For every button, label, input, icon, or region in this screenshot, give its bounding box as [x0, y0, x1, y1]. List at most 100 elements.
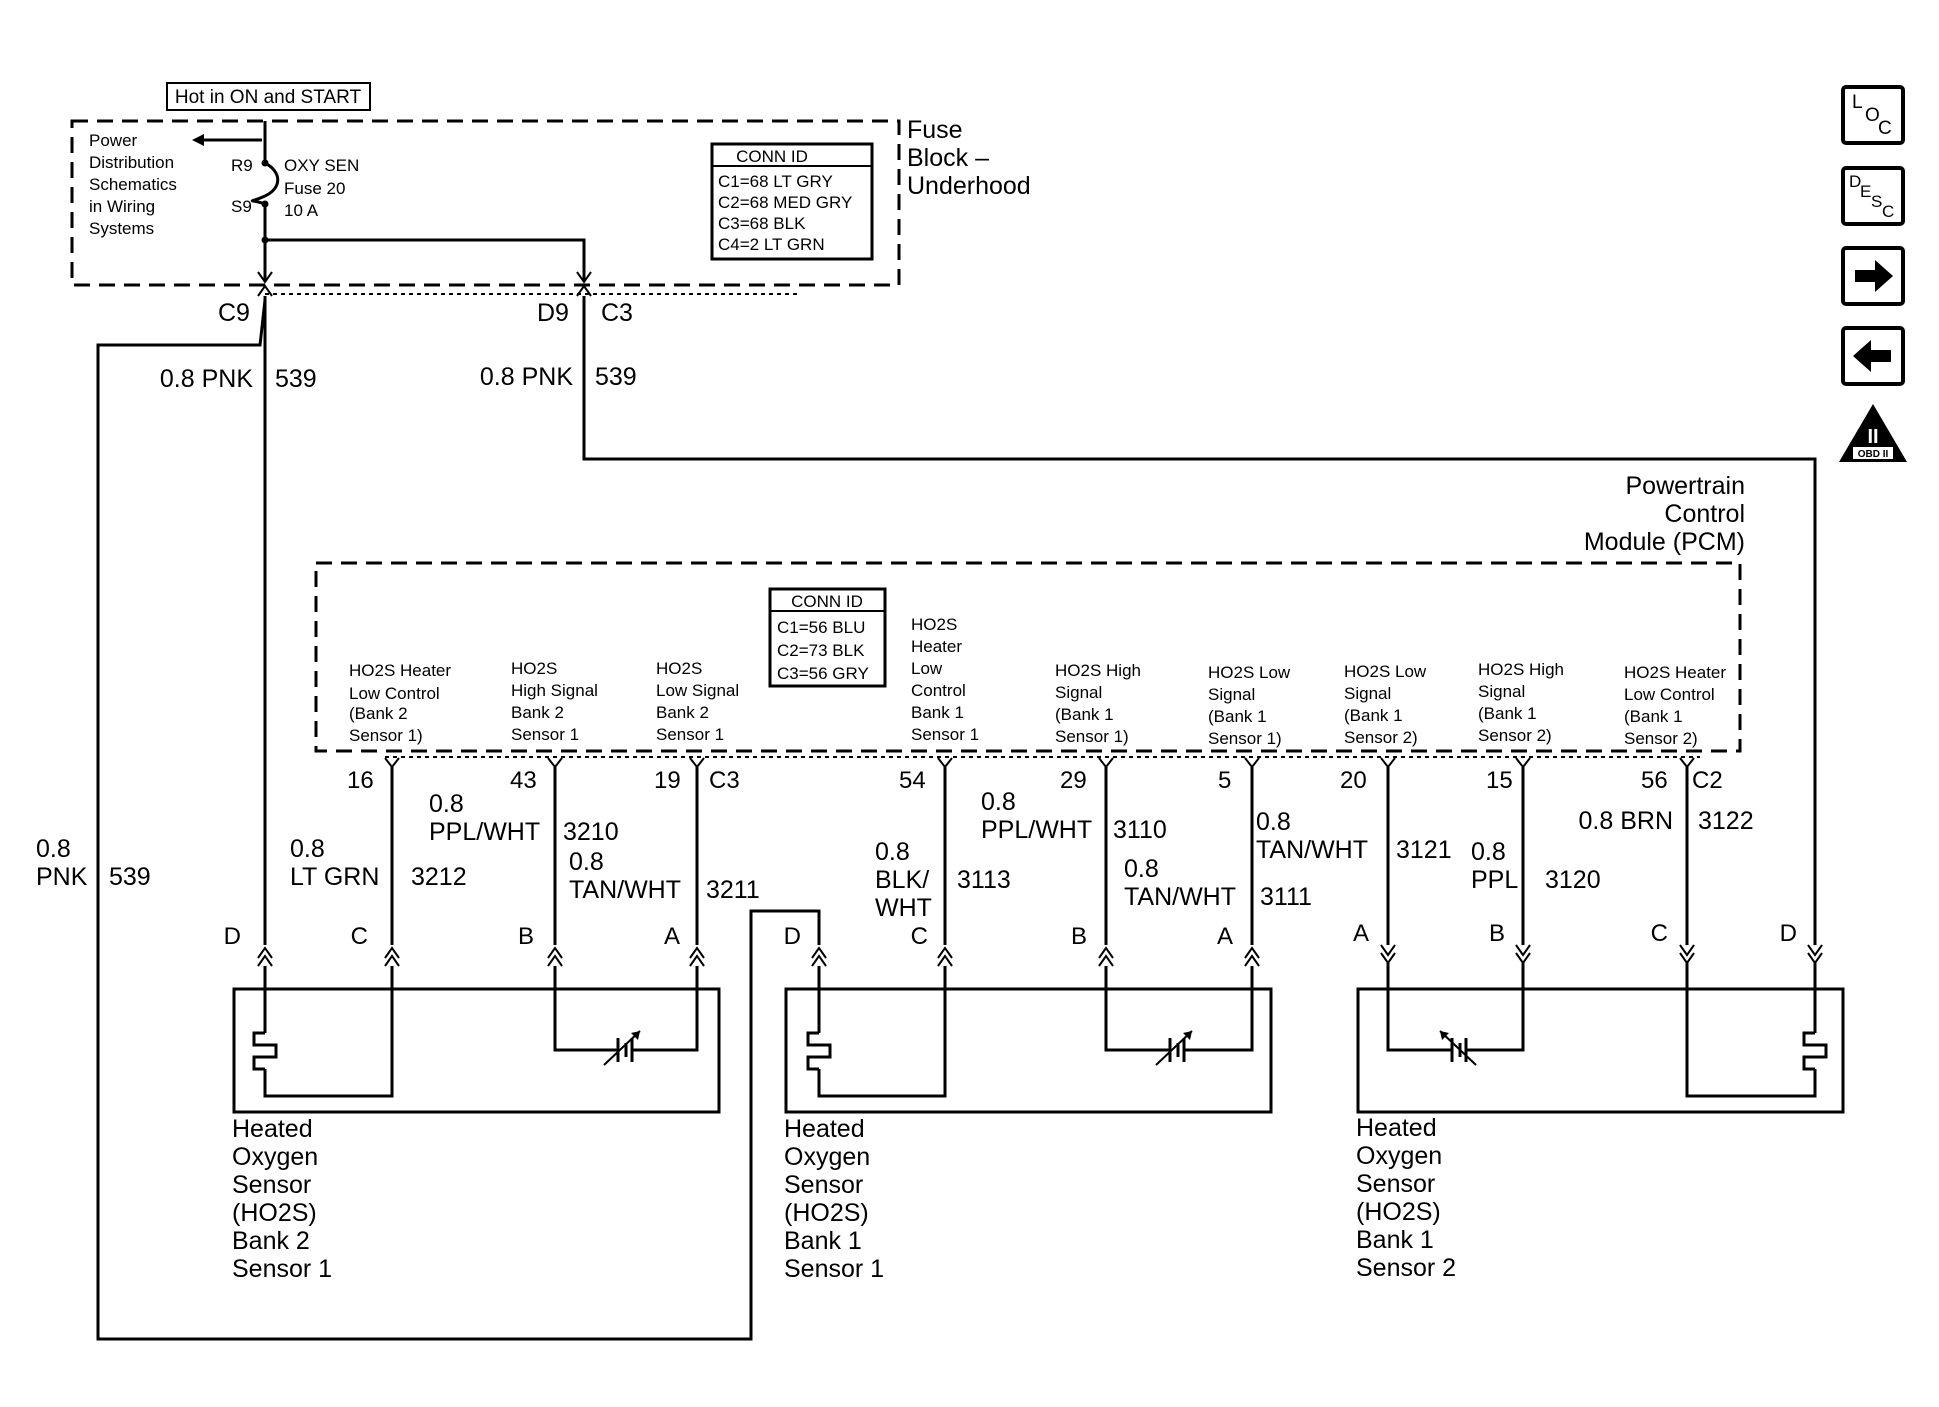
svg-text:Hot in ON and START: Hot in ON and START [175, 87, 362, 108]
desc-button[interactable]: D E S C [1841, 166, 1905, 226]
sensor-element-icon [1155, 1030, 1193, 1066]
fuse-oxy-sen: R9 S9 OXY SEN Fuse 20 10 A [231, 121, 359, 220]
ho2s-bank1-sensor2: A B C D Heated Oxygen Sensor (HO2S) Bank… [1353, 920, 1845, 1282]
svg-text:(Bank 1: (Bank 1 [1208, 707, 1267, 726]
svg-text:C3: C3 [709, 767, 740, 794]
svg-text:43: 43 [510, 767, 537, 794]
svg-text:C9: C9 [218, 299, 250, 327]
svg-text:Underhood: Underhood [907, 172, 1031, 200]
svg-text:Heater: Heater [911, 637, 962, 656]
ho2s-bank1-sensor1: D C B A Heated Oxygen Sensor (HO2S) Bank… [784, 923, 1273, 1283]
svg-text:Sensor 2): Sensor 2) [1344, 728, 1418, 747]
wire-3122: 0.8 BRN 3122 [1579, 767, 1754, 945]
svg-text:0.8 PNK: 0.8 PNK [480, 363, 573, 391]
pcm-terminal-29: HO2S High Signal (Bank 1 Sensor 1) 29 [1055, 661, 1141, 794]
svg-text:10 A: 10 A [284, 201, 319, 220]
svg-text:(HO2S): (HO2S) [232, 1199, 317, 1227]
fuse-block-name: Fuse Block – Underhood [907, 116, 1031, 200]
wire-3120: 0.8 PPL 3120 [1471, 767, 1601, 945]
svg-text:Oxygen: Oxygen [232, 1143, 318, 1171]
svg-text:Low Signal: Low Signal [656, 681, 739, 700]
heater-element-icon [1802, 1031, 1828, 1071]
svg-text:0.8 BRN: 0.8 BRN [1579, 807, 1673, 835]
svg-text:B: B [1071, 923, 1087, 950]
svg-text:3211: 3211 [706, 876, 760, 904]
svg-text:Block –: Block – [907, 144, 989, 172]
svg-text:Bank 1: Bank 1 [784, 1227, 862, 1255]
svg-text:Bank 2: Bank 2 [511, 703, 564, 722]
svg-text:in Wiring: in Wiring [89, 197, 155, 216]
sensor-connector-marks [257, 944, 1823, 967]
loc-button[interactable]: L O C [1841, 85, 1905, 145]
svg-text:3212: 3212 [411, 863, 467, 891]
power-distribution-reference[interactable]: Power Distribution Schematics in Wiring … [89, 131, 262, 238]
svg-text:CONN ID: CONN ID [736, 147, 808, 166]
svg-text:D: D [1780, 920, 1797, 947]
svg-text:0.8: 0.8 [1256, 808, 1291, 836]
svg-text:0.8: 0.8 [36, 835, 71, 863]
svg-text:0.8: 0.8 [981, 788, 1016, 816]
svg-text:(HO2S): (HO2S) [784, 1199, 869, 1227]
svg-text:C: C [351, 923, 368, 950]
wire-3210: 0.8 PPL/WHT 3210 [429, 767, 619, 945]
svg-text:Heated: Heated [232, 1115, 313, 1143]
svg-text:C1=68 LT GRY: C1=68 LT GRY [718, 172, 833, 191]
svg-text:C3: C3 [601, 299, 633, 327]
svg-text:TAN/WHT: TAN/WHT [1124, 883, 1236, 911]
svg-text:539: 539 [109, 863, 151, 891]
svg-text:56: 56 [1641, 767, 1668, 794]
svg-text:0.8: 0.8 [569, 848, 604, 876]
feed-wire-left: 0.8 PNK 539 [160, 296, 317, 945]
heater-element-icon [806, 1031, 832, 1071]
svg-text:D: D [224, 923, 241, 950]
svg-text:Module (PCM): Module (PCM) [1584, 528, 1745, 556]
svg-text:0.8: 0.8 [290, 835, 325, 863]
svg-text:PPL/WHT: PPL/WHT [981, 816, 1092, 844]
svg-text:20: 20 [1340, 767, 1367, 794]
next-page-button[interactable] [1841, 246, 1905, 306]
pcm-name: Powertrain Control Module (PCM) [1584, 472, 1745, 556]
svg-text:L: L [1852, 92, 1863, 113]
svg-text:0.8: 0.8 [1471, 838, 1506, 866]
svg-text:5: 5 [1218, 767, 1231, 794]
sensor-element-icon [603, 1030, 641, 1066]
svg-text:19: 19 [654, 767, 681, 794]
svg-text:Oxygen: Oxygen [1356, 1142, 1442, 1170]
svg-text:Signal: Signal [1208, 685, 1255, 704]
svg-text:C: C [1878, 118, 1892, 139]
svg-text:Bank 1: Bank 1 [911, 703, 964, 722]
svg-text:C2=73 BLK: C2=73 BLK [777, 641, 865, 660]
pcm-terminal-15: HO2S High Signal (Bank 1 Sensor 2) 15 [1478, 660, 1564, 794]
svg-text:3111: 3111 [1260, 883, 1312, 911]
svg-text:Bank 2: Bank 2 [232, 1227, 310, 1255]
svg-text:Sensor 1): Sensor 1) [1055, 727, 1129, 746]
svg-text:BLK/: BLK/ [875, 866, 929, 894]
svg-text:A: A [664, 923, 680, 950]
feed-wire-right: 0.8 PNK 539 [480, 296, 1817, 945]
obd-ii-button[interactable]: II OBD II [1839, 404, 1907, 462]
svg-text:Sensor: Sensor [784, 1171, 863, 1199]
ho2s-bank2-sensor1: D C B A Heated Oxygen Sensor (HO2S) Bank… [224, 923, 721, 1283]
pcm-terminal-20: HO2S Low Signal (Bank 1 Sensor 2) 20 [1340, 662, 1427, 794]
sensor-element-icon [1439, 1030, 1477, 1066]
svg-text:(Bank 1: (Bank 1 [1478, 704, 1537, 723]
feed-wire-outer: 0.8 PNK 539 [36, 299, 821, 1341]
wire-3121: 0.8 TAN/WHT 3121 [1256, 767, 1452, 945]
svg-text:A: A [1353, 920, 1369, 947]
svg-text:C4=2 LT GRN: C4=2 LT GRN [718, 235, 825, 254]
svg-text:High Signal: High Signal [511, 681, 598, 700]
pcm: Powertrain Control Module (PCM) CONN ID … [314, 472, 1745, 794]
svg-text:Sensor 1): Sensor 1) [1208, 729, 1282, 748]
svg-text:HO2S Low: HO2S Low [1208, 663, 1291, 682]
pcm-terminal-43: HO2S High Signal Bank 2 Sensor 1 43 [510, 659, 598, 794]
wire-3111: 0.8 TAN/WHT 3111 [1124, 767, 1312, 945]
previous-page-button[interactable] [1841, 326, 1905, 386]
svg-text:54: 54 [899, 767, 926, 794]
svg-text:D9: D9 [537, 299, 569, 327]
sensor-name: Heated Oxygen Sensor (HO2S) Bank 2 Senso… [232, 1115, 332, 1283]
svg-text:Fuse 20: Fuse 20 [284, 179, 345, 198]
svg-text:Sensor 1: Sensor 1 [232, 1255, 332, 1283]
svg-text:S: S [1871, 192, 1882, 211]
svg-text:3120: 3120 [1545, 866, 1601, 894]
